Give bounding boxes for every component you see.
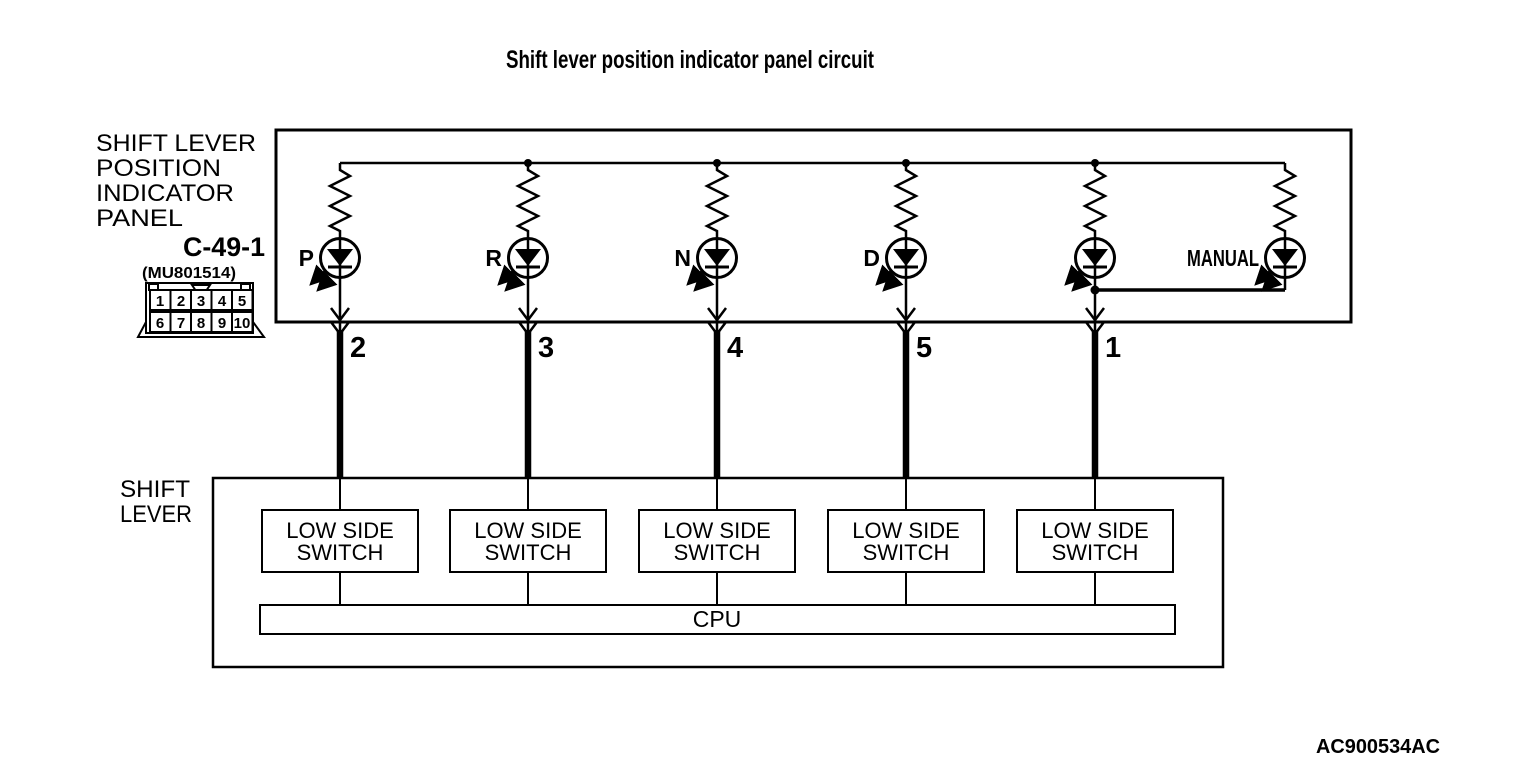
pin-number: 2 [350, 332, 366, 364]
switch-label-line1: LOW SIDE [474, 518, 582, 543]
switch-label-line1: LOW SIDE [663, 518, 771, 543]
shift-lever-label: SHIFT LEVER [120, 476, 192, 528]
switch-label-line1: LOW SIDE [286, 518, 394, 543]
shift-lever-line2: LEVER [120, 501, 192, 528]
panel-name-line3: INDICATOR [96, 180, 234, 207]
pin-cell-5: 5 [238, 293, 246, 310]
switch-label-line1: LOW SIDE [852, 518, 960, 543]
pin-number: 5 [916, 332, 932, 364]
switch-label-line1: LOW SIDE [1041, 518, 1149, 543]
pin-cell-10: 10 [234, 315, 251, 332]
switch-label-line2: SWITCH [674, 540, 761, 565]
switch-label-line2: SWITCH [297, 540, 384, 565]
switch-label-line2: SWITCH [485, 540, 572, 565]
low-side-switch-2: LOW SIDE SWITCH [449, 478, 607, 605]
low-side-switch-1: LOW SIDE SWITCH [261, 478, 419, 605]
led-label: P [299, 245, 314, 271]
pin-number: 4 [727, 332, 743, 364]
led-branch-5: 1 [1066, 161, 1121, 478]
led-branch-p: P 2 [299, 161, 366, 478]
pin-cell-8: 8 [197, 315, 205, 332]
cpu-block: CPU [259, 604, 1176, 635]
connector-pin-row-1: 1 2 3 4 5 [149, 289, 254, 311]
connector-drawing: 1 2 3 4 5 6 7 8 9 10 [136, 282, 266, 338]
led-branch-manual: MANUAL [1095, 161, 1305, 292]
panel-name-line4: PANEL [96, 205, 183, 232]
pin-cell-4: 4 [218, 293, 227, 310]
led-label: D [863, 245, 880, 271]
cpu-label: CPU [693, 606, 742, 632]
connector-part-number: (MU801514) [142, 265, 236, 282]
pin-number: 1 [1105, 332, 1121, 364]
shift-lever-line1: SHIFT [120, 476, 190, 503]
switch-label-line2: SWITCH [863, 540, 950, 565]
low-side-switch-3: LOW SIDE SWITCH [638, 478, 796, 605]
diagram-title: Shift lever position indicator panel cir… [506, 46, 875, 74]
switch-label-line2: SWITCH [1052, 540, 1139, 565]
pin-number: 3 [538, 332, 554, 364]
pin-cell-1: 1 [156, 293, 164, 310]
pin-cell-7: 7 [177, 315, 185, 332]
connector-pin-row-2: 6 7 8 9 10 [149, 311, 254, 333]
junction-dots [524, 159, 1100, 295]
led-branch-n: N 4 [674, 161, 743, 478]
panel-name-line1: SHIFT LEVER [96, 130, 256, 157]
indicator-panel-box [274, 128, 1353, 324]
led-label: N [674, 245, 691, 271]
low-side-switch-5: LOW SIDE SWITCH [1016, 478, 1174, 605]
connector-code: C-49-1 [183, 232, 265, 262]
pin-cell-2: 2 [177, 293, 185, 310]
pin-cell-6: 6 [156, 315, 164, 332]
pin-cell-9: 9 [218, 315, 226, 332]
indicator-panel-label: SHIFT LEVER POSITION INDICATOR PANEL C-4… [96, 130, 265, 282]
led-branch-d: D 5 [863, 161, 932, 478]
led-label: R [485, 245, 502, 271]
panel-name-line2: POSITION [96, 155, 221, 182]
pin-cell-3: 3 [197, 293, 205, 310]
led-label: MANUAL [1187, 245, 1259, 271]
led-branch-r: R 3 [485, 161, 554, 478]
low-side-switch-4: LOW SIDE SWITCH [827, 478, 985, 605]
figure-code: AC900534AC [1316, 736, 1440, 758]
